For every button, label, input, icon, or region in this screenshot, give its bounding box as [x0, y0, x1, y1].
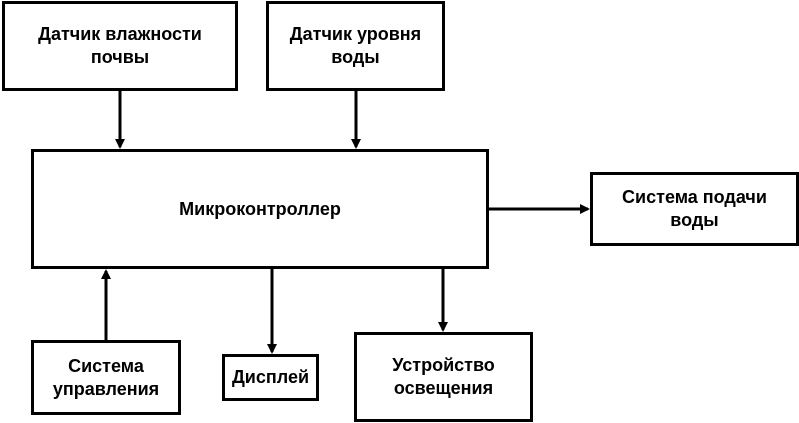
water-supply-system-label: Система подачи воды — [622, 187, 767, 230]
microcontroller-box: Микроконтроллер — [31, 149, 489, 269]
control-system-box: Система управления — [31, 340, 181, 415]
display-box: Дисплей — [222, 354, 319, 401]
water-level-sensor-box: Датчик уровня воды — [266, 1, 445, 91]
control-system-label: Система управления — [52, 355, 160, 399]
water-supply-system-box: Система подачи воды — [590, 172, 799, 246]
water-level-sensor-label: Датчик уровня воды — [289, 24, 422, 67]
soil-moisture-sensor-box: Датчик влажности почвы — [2, 1, 238, 91]
soil-moisture-sensor-label: Датчик влажности почвы — [38, 24, 202, 67]
lighting-device-label: Устройство освещения — [392, 355, 495, 398]
display-label: Дисплей — [231, 367, 310, 387]
microcontroller-label: Микроконтроллер — [179, 198, 341, 219]
lighting-device-box: Устройство освещения — [354, 332, 533, 422]
